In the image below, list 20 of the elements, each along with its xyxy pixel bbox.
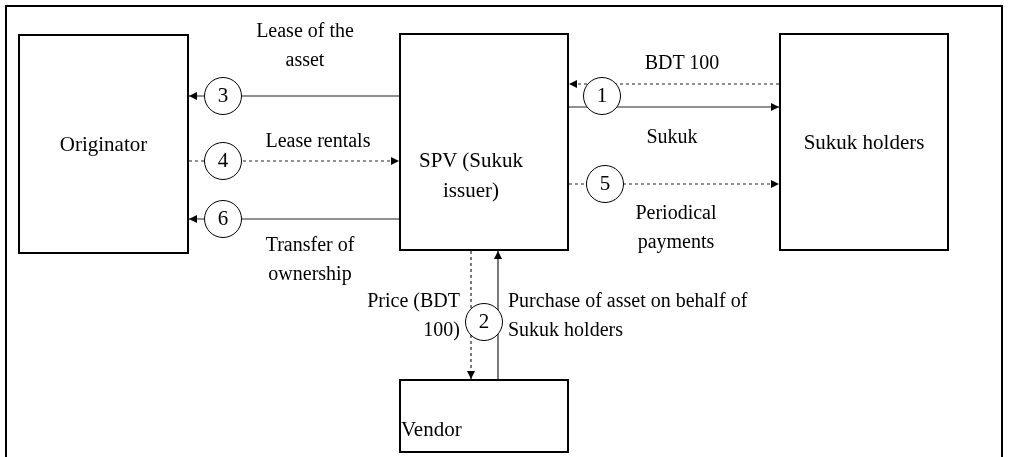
edge-label: Lease rentals: [264, 128, 372, 153]
edge-label: Lease of the asset: [255, 18, 355, 72]
edge-label: BDT 100: [643, 50, 721, 75]
step-number: 1: [583, 77, 621, 115]
process-box: SPV (Sukuk issuer): [399, 33, 569, 251]
step-number: 2: [465, 303, 503, 341]
process-box: Vendor: [399, 379, 569, 453]
step-number: 6: [204, 200, 242, 238]
step-number: 5: [586, 165, 624, 203]
step-number: 3: [204, 77, 242, 115]
arrow: [467, 250, 475, 380]
arrow: [568, 80, 780, 88]
edge-label: Periodical payments: [634, 200, 718, 255]
process-box: Originator: [18, 34, 189, 254]
step-number: 4: [204, 142, 242, 180]
edge-label: Purchase of asset on behalf of Sukuk holders: [508, 288, 748, 342]
edge-label: Transfer of ownership: [264, 232, 356, 287]
edge-label: Price (BDT 100): [366, 288, 460, 343]
process-box: Sukuk holders: [779, 33, 949, 251]
edge-label: Sukuk: [645, 124, 699, 149]
